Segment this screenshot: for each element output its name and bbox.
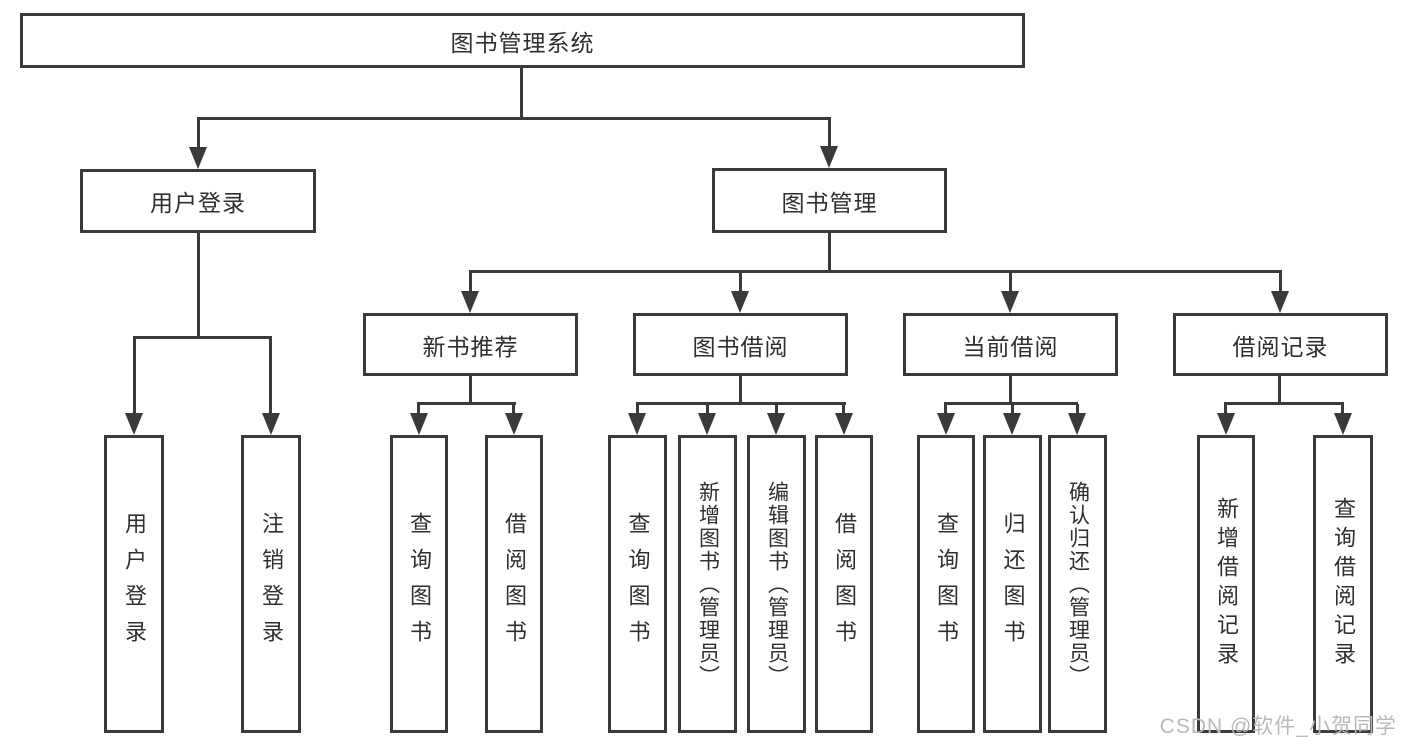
- connector-line: [512, 404, 515, 415]
- leaf-return-books: 归还图书: [983, 435, 1042, 733]
- connector-line: [133, 338, 136, 415]
- node-label: 用户登录: [122, 512, 147, 656]
- leaf-edit-books-admin: 编辑图书（管理员）: [747, 435, 806, 733]
- leaf-borrow-books-recommend: 借阅图书: [485, 435, 543, 733]
- node-label: 注销登录: [259, 512, 284, 656]
- connector-line: [469, 272, 472, 293]
- arrow-down: [628, 413, 646, 435]
- arrow-down: [1334, 413, 1352, 435]
- connector-line: [197, 117, 831, 120]
- connector-line: [636, 404, 639, 415]
- connector-line: [739, 376, 742, 404]
- arrow-down: [461, 291, 479, 313]
- connector-line: [1076, 404, 1079, 415]
- arrow-down: [125, 413, 143, 435]
- node-user-login: 用户登录: [80, 169, 316, 233]
- connector-line: [520, 66, 523, 118]
- arrow-down: [731, 291, 749, 313]
- connector-line: [944, 404, 947, 415]
- leaf-query-books-recommend: 查询图书: [390, 435, 448, 733]
- connector-line: [417, 404, 420, 415]
- node-label: 借阅记录: [1232, 333, 1329, 360]
- connector-line: [706, 404, 709, 415]
- connector-line: [1011, 404, 1014, 415]
- node-borrowing-records: 借阅记录: [1173, 313, 1388, 376]
- connector-line: [828, 233, 831, 272]
- node-label: 查询图书: [407, 512, 432, 656]
- leaf-confirm-return-admin: 确认归还（管理员）: [1048, 435, 1107, 733]
- node-label: 借阅图书: [832, 512, 857, 656]
- connector-line: [944, 402, 1078, 405]
- node-label: 新书推荐: [422, 333, 519, 360]
- connector-line: [1341, 404, 1344, 415]
- connector-line: [197, 119, 200, 149]
- leaf-add-borrow-record: 新增借阅记录: [1197, 435, 1255, 733]
- node-book-management: 图书管理: [712, 168, 947, 233]
- leaf-logout: 注销登录: [241, 435, 301, 733]
- node-label: 当前借阅: [962, 333, 1059, 360]
- node-book-borrowing: 图书借阅: [633, 313, 848, 376]
- node-label: 图书借阅: [692, 333, 789, 360]
- connector-line: [1224, 404, 1227, 415]
- arrow-down: [1271, 291, 1289, 313]
- arrow-down: [410, 413, 428, 435]
- connector-line: [739, 272, 742, 293]
- arrow-down: [189, 147, 207, 169]
- node-label: 确认归还（管理员）: [1066, 480, 1090, 688]
- node-label: 查询图书: [934, 512, 959, 656]
- node-label: 借阅图书: [502, 512, 527, 656]
- node-label: 归还图书: [1000, 512, 1026, 656]
- arrow-down: [937, 413, 955, 435]
- node-label: 新增借阅记录: [1214, 497, 1239, 671]
- node-current-borrowing: 当前借阅: [903, 313, 1118, 376]
- node-library-system: 图书管理系统: [20, 13, 1025, 68]
- node-label: 查询图书: [625, 512, 651, 656]
- node-label: 新增图书（管理员）: [696, 480, 720, 688]
- connector-line: [269, 338, 272, 415]
- arrow-down: [505, 413, 523, 435]
- watermark: CSDN @软件_小贺同学: [1159, 715, 1397, 738]
- connector-line: [828, 119, 831, 148]
- leaf-add-books-admin: 新增图书（管理员）: [678, 435, 737, 733]
- connector-line: [417, 402, 516, 405]
- connector-line: [1279, 272, 1282, 293]
- node-label: 查询借阅记录: [1331, 497, 1356, 671]
- node-label: 图书管理系统: [450, 29, 595, 56]
- arrow-down: [1217, 413, 1235, 435]
- connector-line: [775, 404, 778, 415]
- node-label: 图书管理: [781, 189, 878, 216]
- arrow-down: [262, 413, 280, 435]
- connector-line: [1224, 402, 1344, 405]
- node-new-book-recommendation: 新书推荐: [363, 313, 578, 376]
- arrow-down: [698, 413, 716, 435]
- arrow-down: [1068, 413, 1086, 435]
- connector-line: [1278, 376, 1281, 404]
- arrow-down: [1003, 413, 1021, 435]
- arrow-down: [767, 413, 785, 435]
- leaf-query-borrow-record: 查询借阅记录: [1313, 435, 1373, 733]
- node-label: 用户登录: [150, 190, 246, 216]
- connector-line: [842, 404, 845, 415]
- leaf-query-books-borrowing: 查询图书: [608, 435, 667, 733]
- connector-line: [469, 376, 472, 404]
- connector-line: [1009, 376, 1012, 404]
- leaf-user-login: 用户登录: [104, 435, 164, 733]
- connector-line: [197, 233, 200, 338]
- connector-line: [133, 336, 272, 339]
- arrow-down: [820, 146, 838, 168]
- arrow-down: [835, 413, 853, 435]
- arrow-down: [1001, 291, 1019, 313]
- connector-line: [1009, 272, 1012, 293]
- leaf-query-books-current: 查询图书: [917, 435, 975, 733]
- node-label: 编辑图书（管理员）: [765, 480, 789, 688]
- leaf-borrow-books-borrowing: 借阅图书: [815, 435, 873, 733]
- connector-line: [469, 270, 1282, 273]
- connector-line: [636, 402, 846, 405]
